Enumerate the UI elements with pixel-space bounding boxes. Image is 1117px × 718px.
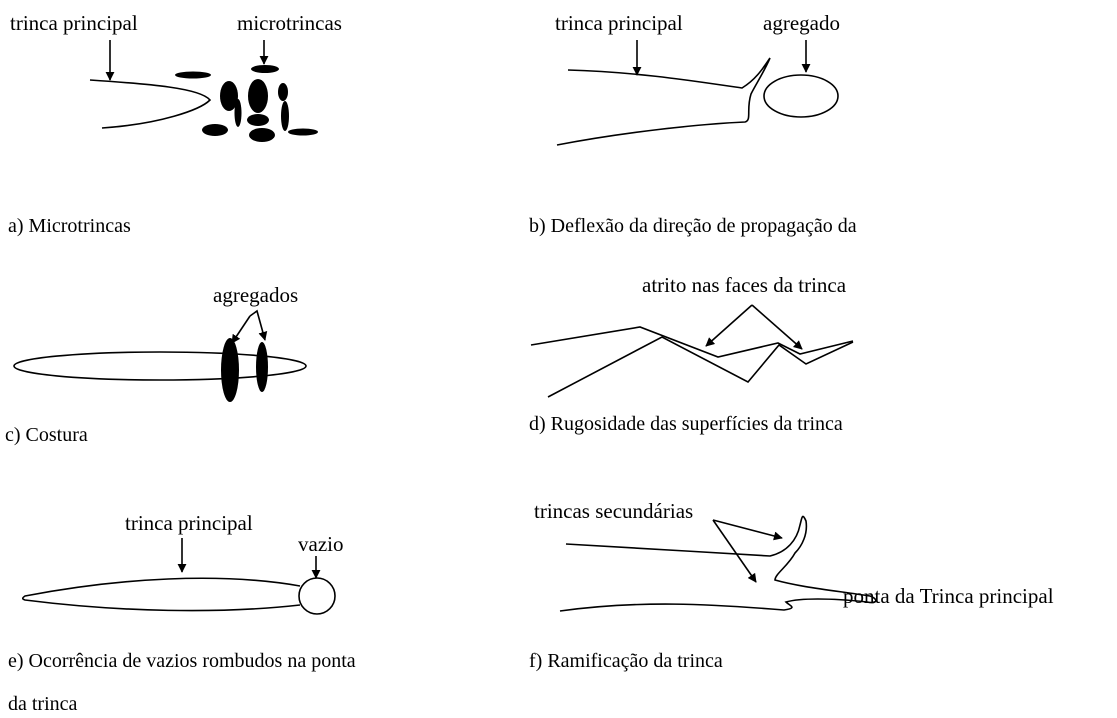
panel-c-arrow-right — [249, 309, 268, 341]
panel-c-arrow-left — [231, 315, 251, 344]
panel-a-microcrack — [248, 79, 268, 113]
panel-a-microcracks-label: microtrincas — [237, 11, 342, 35]
panel-a-main-crack-label: trinca principal — [10, 11, 138, 35]
panel-a-microcrack — [249, 128, 275, 142]
panel-d-friction-label: atrito nas faces da trinca — [642, 273, 847, 297]
panel-a-main-crack — [89, 79, 212, 129]
panel-e-main-crack — [21, 577, 301, 612]
panel-d-arrow-right — [751, 304, 803, 350]
panel-e-caption-line2: da trinca — [8, 693, 78, 715]
panel-d-lower-face — [547, 336, 854, 398]
panel-b-caption: b) Deflexão da direção de propagação da — [529, 215, 857, 237]
panel-b-main-crack-label: trinca principal — [555, 11, 683, 35]
panel-d: atrito nas faces da trinca d) Rugosidade… — [529, 273, 854, 435]
panel-c-aggregate — [221, 338, 239, 402]
panel-d-caption: d) Rugosidade das superfícies da trinca — [529, 413, 843, 435]
panel-b-aggregate — [763, 74, 839, 118]
panel-a-microcrack — [202, 124, 228, 136]
panel-a: trinca principal microtrincas a) Microtr… — [8, 11, 342, 237]
panel-a-microcrack — [278, 83, 288, 101]
panel-a-caption: a) Microtrincas — [8, 215, 131, 237]
panel-f-arrow-lower — [712, 519, 757, 583]
panel-e-void — [298, 577, 336, 615]
panel-f-caption: f) Ramificação da trinca — [529, 650, 723, 672]
panel-c-aggregates-label: agregados — [213, 283, 298, 307]
panel-a-microcrack — [281, 101, 289, 131]
panel-e-main-crack-label: trinca principal — [125, 511, 253, 535]
panel-e-caption-line1: e) Ocorrência de vazios rombudos na pont… — [8, 650, 356, 672]
panel-a-microcrack — [247, 114, 269, 126]
panel-d-upper-face — [530, 326, 854, 358]
panel-a-microcrack — [234, 99, 242, 127]
panel-b: trinca principal agregado b) Deflexão da… — [529, 11, 857, 237]
panel-f-secondary-label: trincas secundárias — [534, 499, 693, 523]
panel-c-crack — [13, 351, 307, 381]
panel-a-microcrack — [220, 81, 238, 111]
panel-e-void-label: vazio — [298, 532, 343, 556]
panel-b-main-crack — [556, 57, 771, 146]
panel-f-tip-label: ponta da Trinca principal — [843, 584, 1054, 608]
panel-c-aggregate — [256, 342, 268, 392]
panel-b-aggregate-label: agregado — [763, 11, 840, 35]
panel-c-caption: c) Costura — [5, 424, 88, 446]
panel-f-arrow-upper — [712, 519, 783, 541]
panel-e: trinca principal vazio e) Ocorrência de … — [8, 511, 356, 715]
panel-a-microcrack — [251, 65, 279, 73]
panel-a-microcrack — [175, 71, 211, 79]
panel-f-main-crack — [559, 515, 877, 612]
panel-f: trincas secundárias ponta da Trinca prin… — [529, 499, 1054, 672]
panel-c: agregados c) Costura — [5, 283, 307, 446]
panel-d-arrow-left — [705, 304, 753, 347]
panel-a-microcrack — [288, 128, 318, 136]
